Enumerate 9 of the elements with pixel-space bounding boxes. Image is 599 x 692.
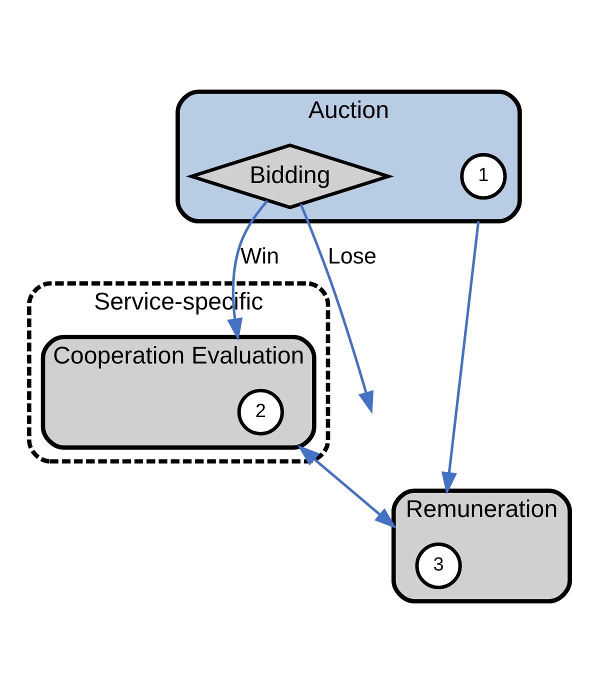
arrow [227,200,268,340]
node-circle: 3 [415,542,462,589]
node-circle: 2 [237,388,284,435]
edge-label: Win [240,242,280,268]
node-diamond: Bidding [186,142,394,209]
node-circle: 1 [460,152,507,200]
edge-label: Lose [328,242,377,268]
arrow [298,444,397,528]
arrow [441,220,480,494]
